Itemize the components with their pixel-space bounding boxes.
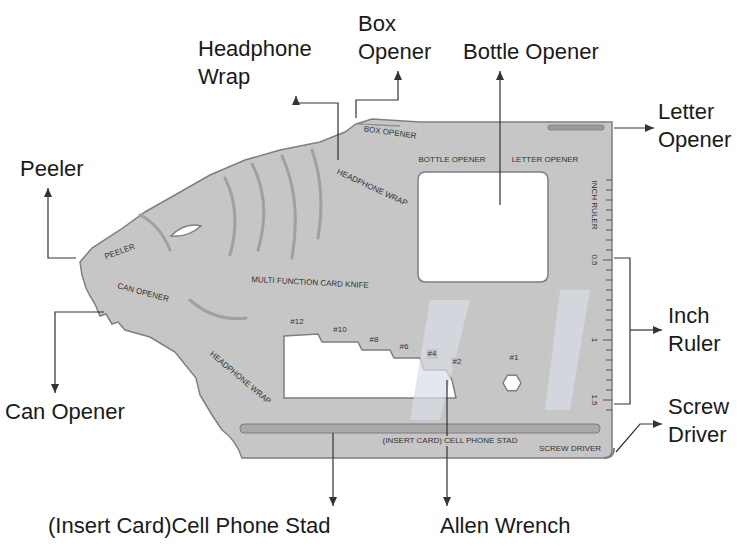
leader-line xyxy=(356,71,398,118)
ruler-ticks xyxy=(603,180,612,410)
engraved-label: #8 xyxy=(369,335,380,345)
callout-label: Headphone Wrap xyxy=(198,35,318,91)
leader-line xyxy=(630,329,662,330)
callout-label: Peeler xyxy=(20,155,120,183)
leader-line xyxy=(614,127,654,128)
leader-lines xyxy=(48,71,662,506)
engraved-label: SCREW DRIVER xyxy=(538,444,602,454)
callout-label: Letter Opener xyxy=(658,98,748,154)
phone-stand-slot xyxy=(240,424,600,433)
callout-label: Screw Driver xyxy=(668,393,748,449)
letter-opener-blade xyxy=(548,125,604,130)
metal-sheen xyxy=(410,290,590,420)
callout-label: (Insert Card)Cell Phone Stad xyxy=(48,512,378,540)
leader-line xyxy=(296,96,338,160)
engraved-label: #1 xyxy=(509,353,520,363)
leader-line xyxy=(55,312,104,393)
engraved-label: LETTER OPENER xyxy=(511,155,580,165)
callout-label: Can Opener xyxy=(5,398,165,426)
engraved-label: 1.5 xyxy=(589,393,599,406)
engraved-label: 1 xyxy=(589,337,599,343)
leader-line xyxy=(499,71,500,205)
engraved-label: #12 xyxy=(289,317,304,327)
leader-line xyxy=(332,433,333,506)
callout-label: Box Opener xyxy=(358,10,438,66)
screwdriver-tip xyxy=(604,448,614,458)
callout-label: Allen Wrench xyxy=(440,512,620,540)
engraved-label: #6 xyxy=(399,342,410,352)
engraved-label: #2 xyxy=(452,357,463,367)
card-body xyxy=(80,119,612,458)
ruler-bracket xyxy=(614,258,630,404)
engraved-label: INCH RULER xyxy=(589,180,599,231)
engraved-label: BOTTLE OPENER xyxy=(417,155,486,165)
callout-label: Bottle Opener xyxy=(463,38,663,66)
callout-label: Inch Ruler xyxy=(668,302,743,358)
engraved-label: (INSERT CARD) CELL PHONE STAD xyxy=(382,436,519,446)
leader-line xyxy=(48,188,76,258)
engraved-label: 0.5 xyxy=(589,253,599,266)
leader-line xyxy=(616,424,662,452)
engraved-label: #4 xyxy=(427,349,438,359)
engraved-label: #10 xyxy=(332,325,347,335)
